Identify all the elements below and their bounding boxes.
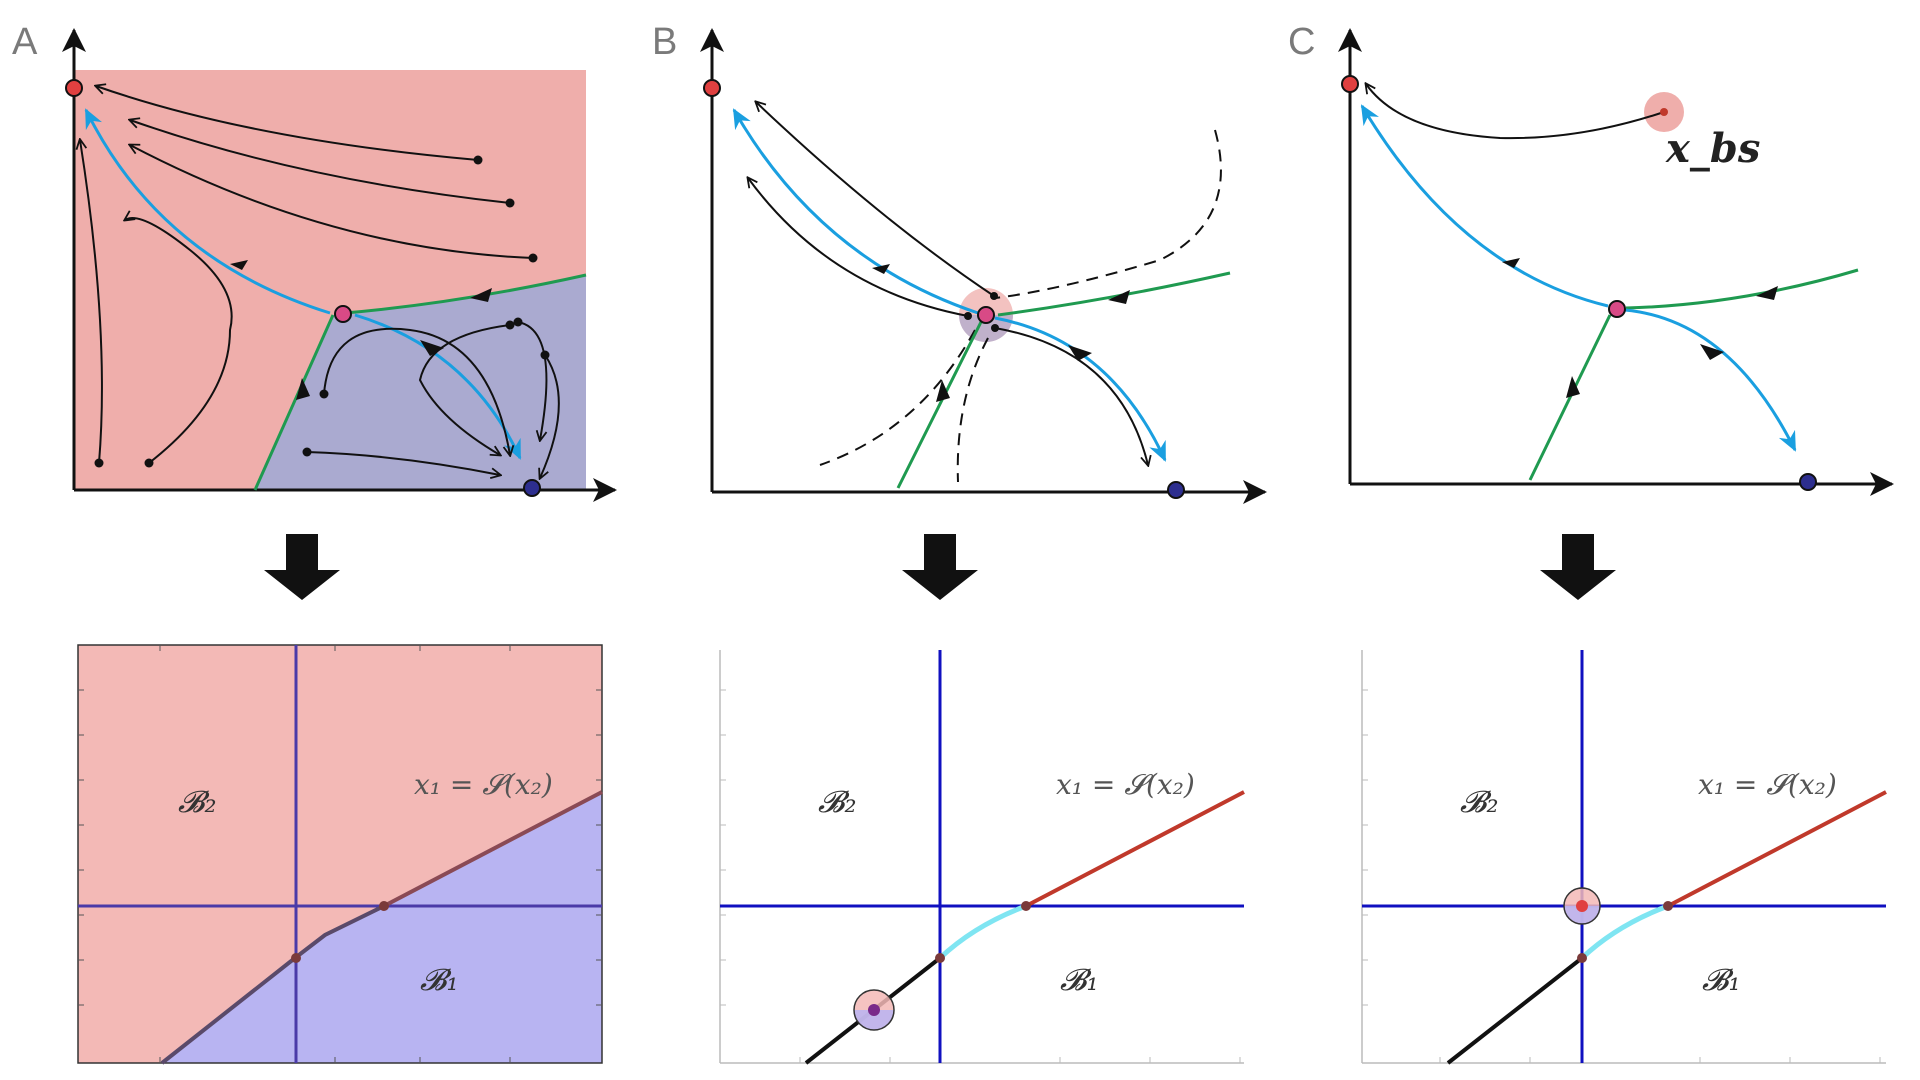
trajectory-from-initial-state [1366,84,1665,140]
tick-marks [720,689,1241,1063]
red-attractor [1341,75,1359,93]
stable-manifold-upper [1625,268,1859,310]
intersection-point [1021,901,1031,911]
panel-b-phase-portrait: B [652,21,1267,504]
intersection-point [1577,953,1587,963]
intersection-point [291,953,301,963]
tick-marks [78,645,602,1063]
perturbation-ball-blue [1564,906,1600,924]
trajectory-start-points [94,155,550,468]
panel-b-threshold-plot: 𝓑₂ 𝓑₁ x₁ = 𝓢(x₂) [719,650,1245,1065]
flow-arrowhead [470,288,492,302]
blue-attractor [523,479,541,497]
trajectory-to-red [748,178,969,317]
panel-b-letter: B [652,21,677,63]
curve-lower-segment [160,904,385,1065]
plot-frame [77,644,603,1064]
red-attractor [65,79,83,97]
region-b2-label: 𝓑₂ [818,785,857,820]
unstable-manifold-right [994,316,1167,462]
trajectory-to-red [756,102,995,297]
stable-manifold-upper [997,271,1231,317]
saddle-point [977,306,995,324]
intersection-point [935,953,945,963]
stable-manifold-lower [896,319,984,489]
region-b1-label: 𝓑₁ [420,963,459,998]
state-point [1576,900,1588,912]
stable-manifold-lower [253,314,335,491]
trajectory-to-blue [994,327,1148,465]
stable-manifold-upper [344,273,587,315]
flow-arrowhead [296,378,310,400]
dashed-boundary-upper [994,129,1222,299]
saddle-point [1608,300,1626,318]
region-b2-label: 𝓑₂ [1460,785,1499,820]
unstable-manifold-left [84,108,331,315]
stable-manifold-lower [1528,314,1612,481]
trajectories-to-red [80,86,534,464]
region-b1-label: 𝓑₁ [1702,963,1741,998]
unstable-manifold-right [1624,308,1797,452]
panel-a-threshold-plot: 𝓑₂ 𝓑₁ x₁ = 𝓢(x₂) [77,644,603,1065]
curve-cyan-segment [1580,903,1669,960]
region-b1-label: 𝓑₁ [1060,963,1099,998]
trajectories-to-blue [306,321,560,478]
perturbation-ball-blue [854,1010,894,1030]
flow-arrowhead [230,260,248,270]
flow-arrowhead [1108,290,1130,304]
flow-arrowhead [1756,286,1778,300]
curve-red-segment [1667,790,1887,908]
down-arrows [264,534,1616,600]
blue-attractor [1167,481,1185,499]
flow-arrowhead [872,264,890,274]
unstable-manifold-left [732,108,979,315]
tick-marks [1362,689,1881,1063]
saddle-point [334,305,352,323]
down-arrow-a [264,534,340,600]
dashed-boundary-left [819,329,976,466]
curve-cyan-segment [938,903,1027,960]
curve-label: x₁ = 𝓢(x₂) [1056,768,1195,801]
dashed-boundary-bottom [956,337,989,483]
flow-arrowhead [1566,376,1580,398]
initial-state-label: x_bs [1665,125,1760,172]
panel-a-letter: A [12,21,38,63]
curve-upper-segment [383,790,603,908]
flow-arrowhead [1068,345,1092,361]
curve-label: x₁ = 𝓢(x₂) [414,768,553,801]
down-arrow-b [902,534,978,600]
state-point [868,1004,880,1016]
curve-label: x₁ = 𝓢(x₂) [1698,768,1837,801]
flow-arrowhead [420,340,444,356]
intersection-point [1663,901,1673,911]
red-attractor [703,79,721,97]
down-arrow-c [1540,534,1616,600]
region-b1-fill [162,792,602,1063]
intersection-point [379,901,389,911]
flow-arrowhead [1502,258,1520,268]
blue-attractor [1799,473,1817,491]
region-b2-label: 𝓑₂ [178,785,217,820]
panel-c-phase-portrait: C x_bs [1288,21,1894,496]
unstable-manifold-right [354,313,522,460]
curve-red-segment [1025,790,1245,908]
unstable-manifold-left [1360,104,1609,308]
panel-c-threshold-plot: 𝓑₂ 𝓑₁ x₁ = 𝓢(x₂) [1361,650,1887,1065]
flow-arrowhead [936,380,950,402]
flow-arrowhead [1700,344,1724,360]
initial-state-point [1660,108,1668,116]
panel-a-phase-portrait: A [12,21,617,502]
curve-black-segment [1446,956,1584,1065]
panel-c-letter: C [1288,21,1315,63]
